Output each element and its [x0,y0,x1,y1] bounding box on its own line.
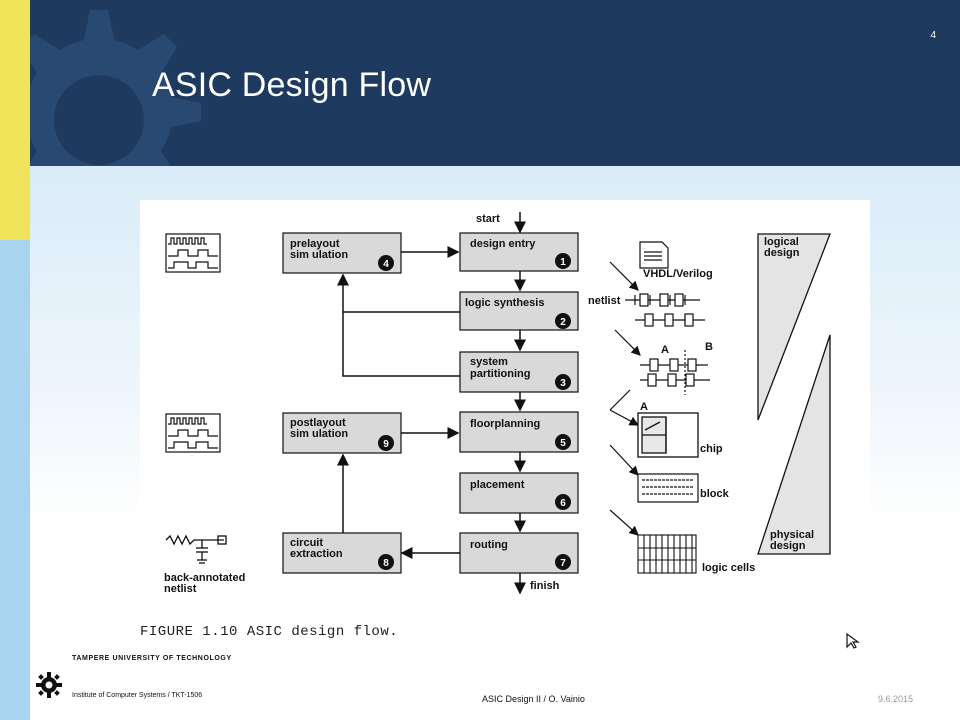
gear-watermark-icon [0,10,201,214]
chip-floorplan-icon [637,412,699,458]
netlist-gates-icon [625,293,705,327]
svg-text:floorplanning: floorplanning [470,418,540,430]
svg-text:6: 6 [560,498,566,509]
step-system-partitioning: system partitioning 3 [459,351,579,393]
netlist-label: netlist [588,295,621,307]
step-postlayout-simulation: postlayout sim ulation 9 [282,412,402,454]
block-placement-icon [637,473,699,503]
svg-text:placement: placement [470,479,525,491]
course-name: ASIC Design II / O. Vainio [482,694,585,704]
figure-caption: FIGURE 1.10 ASIC design flow. [140,624,399,640]
svg-text:design: design [770,540,806,552]
svg-text:postlayout: postlayout [290,417,346,429]
waveform-icon-post [165,413,221,453]
step-placement: placement 6 [459,472,579,514]
university-name: TAMPERE UNIVERSITY OF TECHNOLOGY [72,655,232,662]
step-floorplanning: floorplanning 5 [459,411,579,453]
slide-number: 4 [930,30,936,41]
svg-text:sim ulation: sim ulation [290,249,348,261]
step-logic-synthesis: logic synthesis 2 [459,291,579,331]
svg-text:routing: routing [470,539,508,551]
svg-text:4: 4 [383,259,389,270]
svg-text:7: 7 [560,558,566,569]
svg-text:extraction: extraction [290,548,343,560]
logic-cells-label: logic cells [702,562,755,574]
svg-text:design: design [764,247,800,259]
step-design-entry: design entry 1 [459,232,579,272]
label-b: B [705,341,713,353]
step-circuit-extraction: circuit extraction 8 [282,532,402,574]
svg-text:sim ulation: sim ulation [290,428,348,440]
start-label: start [476,213,500,225]
header-band [0,0,960,214]
finish-label: finish [530,580,560,592]
step-prelayout-simulation: prelayout sim ulation 4 [282,232,402,274]
netlist-left-label: netlist [164,583,197,595]
waveform-icon-pre [165,233,221,273]
svg-text:5: 5 [560,438,566,449]
svg-text:8: 8 [383,558,389,569]
svg-text:prelayout: prelayout [290,238,340,250]
institute-name: Institute of Computer Systems / TKT-1506 [72,692,203,699]
svg-text:logical: logical [764,236,799,248]
logic-cells-icon [637,534,697,574]
mouse-cursor-icon [846,632,860,649]
svg-text:partitioning: partitioning [470,368,531,380]
svg-text:3: 3 [560,378,566,389]
svg-text:system: system [470,356,508,368]
step-routing: routing 7 [459,532,579,574]
svg-text:1: 1 [560,257,566,268]
accent-bar-yellow [0,0,30,240]
svg-text:design entry: design entry [470,238,536,250]
svg-text:2: 2 [560,317,566,328]
label-a: A [661,344,669,356]
rc-network-icon [165,534,227,564]
svg-text:logic synthesis: logic synthesis [465,297,544,309]
university-logo-icon [36,672,62,698]
svg-text:circuit: circuit [290,537,323,549]
flow-diagram: start design entry 1 logic synthesis 2 s… [164,212,831,595]
partitioned-gates-icon [640,350,710,395]
slide-title: ASIC Design Flow [152,66,432,104]
svg-text:physical: physical [770,529,814,541]
label-a2: A [640,401,648,413]
physical-design-wedge: physical design [757,334,831,555]
design-flow-figure: start design entry 1 logic synthesis 2 s… [140,200,870,664]
block-label: block [700,488,730,500]
svg-text:9: 9 [383,439,389,450]
logical-design-wedge: logical design [757,233,831,421]
vhdl-label: VHDL/Verilog [643,268,713,280]
slide-date: 9.6.2015 [878,694,914,704]
document-icon [639,241,669,269]
back-annotated-label: back-annotated [164,572,245,584]
chip-label: chip [700,443,723,455]
accent-bar-blue [0,240,30,720]
